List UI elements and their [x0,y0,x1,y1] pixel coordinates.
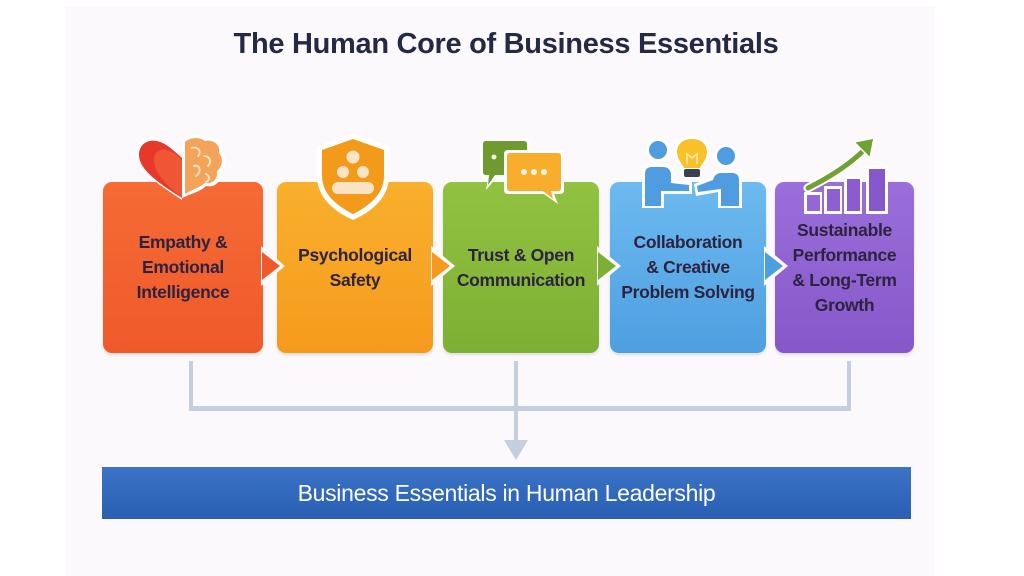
heart-brain-icon [136,135,226,200]
arrow-down-icon [504,440,528,460]
people-lightbulb-icon [642,136,742,208]
step-collaboration: Collaboration & Creative Problem Solving [610,182,766,353]
step-trust-communication: Trust & Open Communication [443,182,599,353]
step-label: Psychological Safety [298,244,412,290]
chevron-right-icon [598,252,616,280]
chevron-right-icon [262,252,280,280]
connector-horizontal [189,406,851,411]
chevron-right-icon [432,252,450,280]
step-label: Collaboration & Creative Problem Solving [621,232,755,302]
shield-people-icon [317,134,389,220]
chevron-right-icon [765,252,783,280]
step-label: Trust & Open Communication [456,244,586,290]
connector-left [189,361,193,411]
diagram-title: The Human Core of Business Essentials [233,28,779,60]
connector-right [847,361,851,411]
growth-chart-icon [803,137,888,214]
summary-banner: Business Essentials in Human Leadership [102,467,911,519]
connector-center [514,361,518,443]
step-empathy: Empathy & Emotional Intelligence [103,182,263,353]
banner-label: Business Essentials in Human Leadership [297,479,716,506]
step-label: Empathy & Emotional Intelligence [136,232,230,302]
chat-bubbles-icon [480,138,564,204]
step-label: Sustainable Performance & Long-Term Grow… [792,219,897,315]
